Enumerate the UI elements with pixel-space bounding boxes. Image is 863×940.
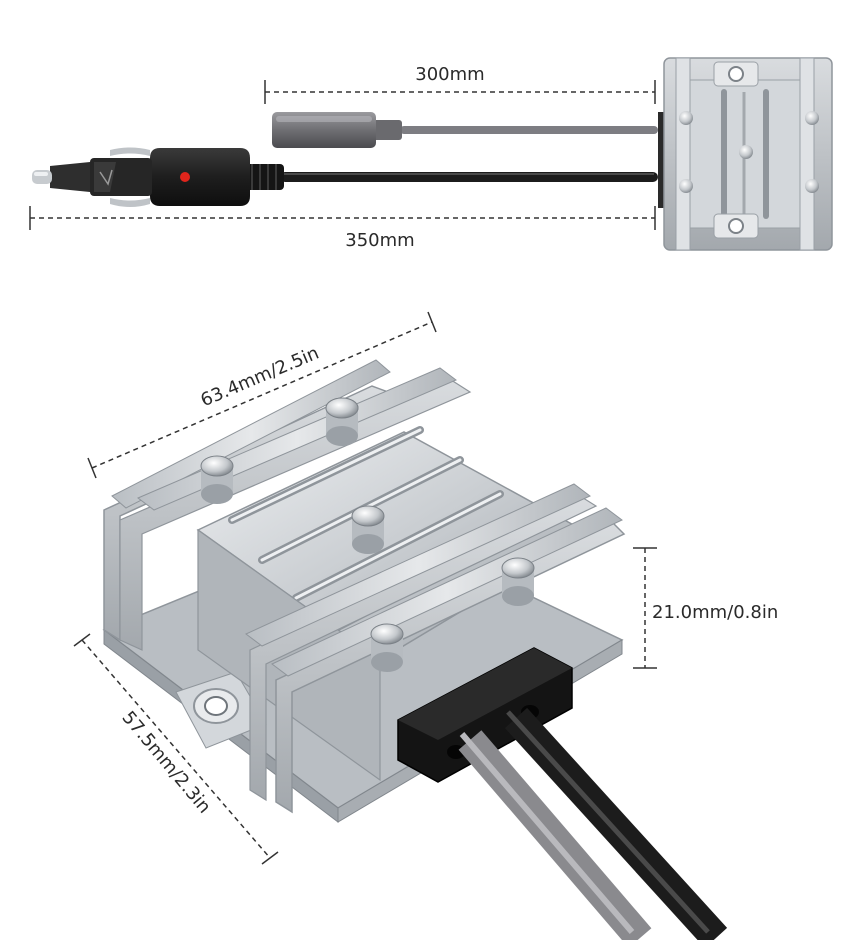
- converter-module-top-view: [658, 57, 833, 251]
- rivet-icon: [200, 455, 234, 477]
- dimension-line-300mm: 300mm: [264, 64, 656, 104]
- indicator-led-icon: [180, 172, 190, 182]
- dimension-label-350mm: 350mm: [345, 230, 414, 251]
- strain-relief: [244, 164, 284, 190]
- cable-assembly-top-view: 300mm: [29, 57, 833, 251]
- rivet-icon: [679, 111, 693, 125]
- dimension-label-height: 21.0mm/0.8in: [652, 602, 778, 623]
- input-cable-black: [32, 147, 658, 207]
- rivet-icon: [805, 179, 819, 193]
- cable-grommet: [397, 647, 573, 783]
- output-cable-gray: [272, 112, 658, 148]
- rivet-icon: [501, 557, 535, 579]
- rivet-icon: [739, 145, 753, 159]
- cigarette-lighter-plug: [32, 147, 250, 207]
- rivet-icon: [351, 505, 385, 527]
- rivets: [200, 397, 535, 672]
- output-cables: [458, 707, 728, 940]
- dimension-line-350mm: 350mm: [29, 206, 656, 251]
- rivet-icon: [679, 179, 693, 193]
- rivet-icon: [805, 111, 819, 125]
- rivet-icon: [370, 623, 404, 645]
- dimension-label-300mm: 300mm: [415, 64, 484, 85]
- converter-module-3d-view: 63.4mm/2.5in 57.5mm/2.3in 21.0mm/0.8in: [73, 311, 778, 940]
- dimension-line-height: 21.0mm/0.8in: [633, 547, 778, 669]
- mounting-hole-ear: [175, 671, 267, 749]
